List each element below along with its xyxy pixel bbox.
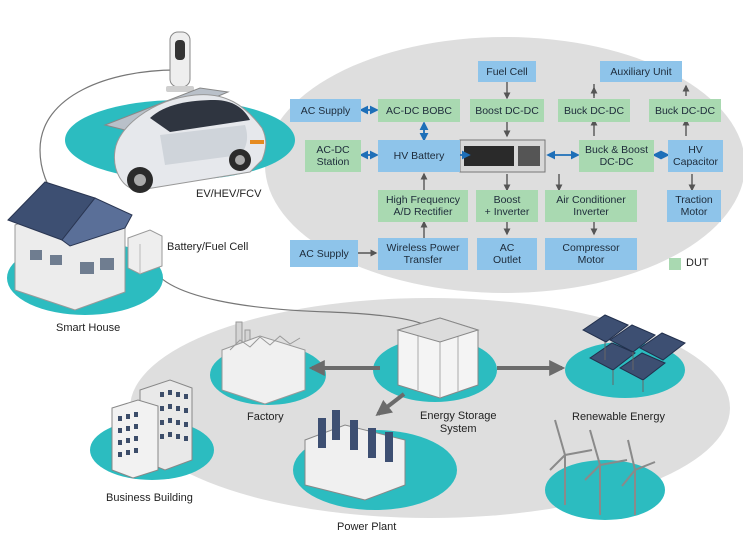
business-building-icon bbox=[111, 379, 193, 479]
ac-supply-top-box: AC Supply bbox=[290, 99, 361, 122]
smart-house-label: Smart House bbox=[56, 322, 121, 334]
dut-legend-label: DUT bbox=[686, 257, 709, 269]
car-icon bbox=[113, 94, 267, 193]
dut-legend-swatch bbox=[669, 258, 681, 270]
solar-panel-icon bbox=[582, 314, 686, 392]
ev-charger-icon bbox=[166, 31, 194, 92]
hv-battery-instrument-icon bbox=[459, 139, 546, 173]
boost-dc-dc-box: Boost DC-DC bbox=[470, 99, 544, 122]
battery-label: Battery/Fuel Cell bbox=[167, 241, 249, 253]
wind-turbine-icon bbox=[549, 419, 656, 515]
business-building-label: Business Building bbox=[106, 492, 193, 504]
wind-disc bbox=[545, 460, 665, 520]
ac-dc-bobc-box: AC-DC BOBC bbox=[378, 99, 460, 122]
buck-dc-dc-2-box: Buck DC-DC bbox=[649, 99, 721, 122]
factory-label: Factory bbox=[247, 411, 284, 423]
diagram-connectors bbox=[358, 82, 696, 257]
smart-house-icon bbox=[7, 181, 133, 311]
house-storage-cable bbox=[149, 261, 426, 326]
auxiliary-unit-box: Auxiliary Unit bbox=[600, 61, 682, 82]
ac-supply-bottom-box: AC Supply bbox=[290, 240, 358, 267]
power-plant-icon bbox=[304, 410, 406, 501]
energy-storage-icon bbox=[396, 317, 480, 399]
energy-storage-label: Energy Storage System bbox=[420, 410, 497, 435]
grid-flow-arrows bbox=[308, 360, 566, 416]
ev-label: EV/HEV/FCV bbox=[196, 188, 262, 200]
boost-inverter-box: Boost+ Inverter bbox=[476, 190, 538, 222]
buck-dc-dc-1-box: Buck DC-DC bbox=[558, 99, 630, 122]
renewable-energy-label: Renewable Energy bbox=[572, 411, 665, 423]
fuel-cell-box: Fuel Cell bbox=[478, 61, 536, 82]
factory-icon bbox=[221, 321, 306, 405]
power-plant-label: Power Plant bbox=[337, 521, 397, 533]
hv-battery-box: HV Battery bbox=[378, 140, 460, 172]
battery-unit-icon bbox=[127, 229, 163, 275]
